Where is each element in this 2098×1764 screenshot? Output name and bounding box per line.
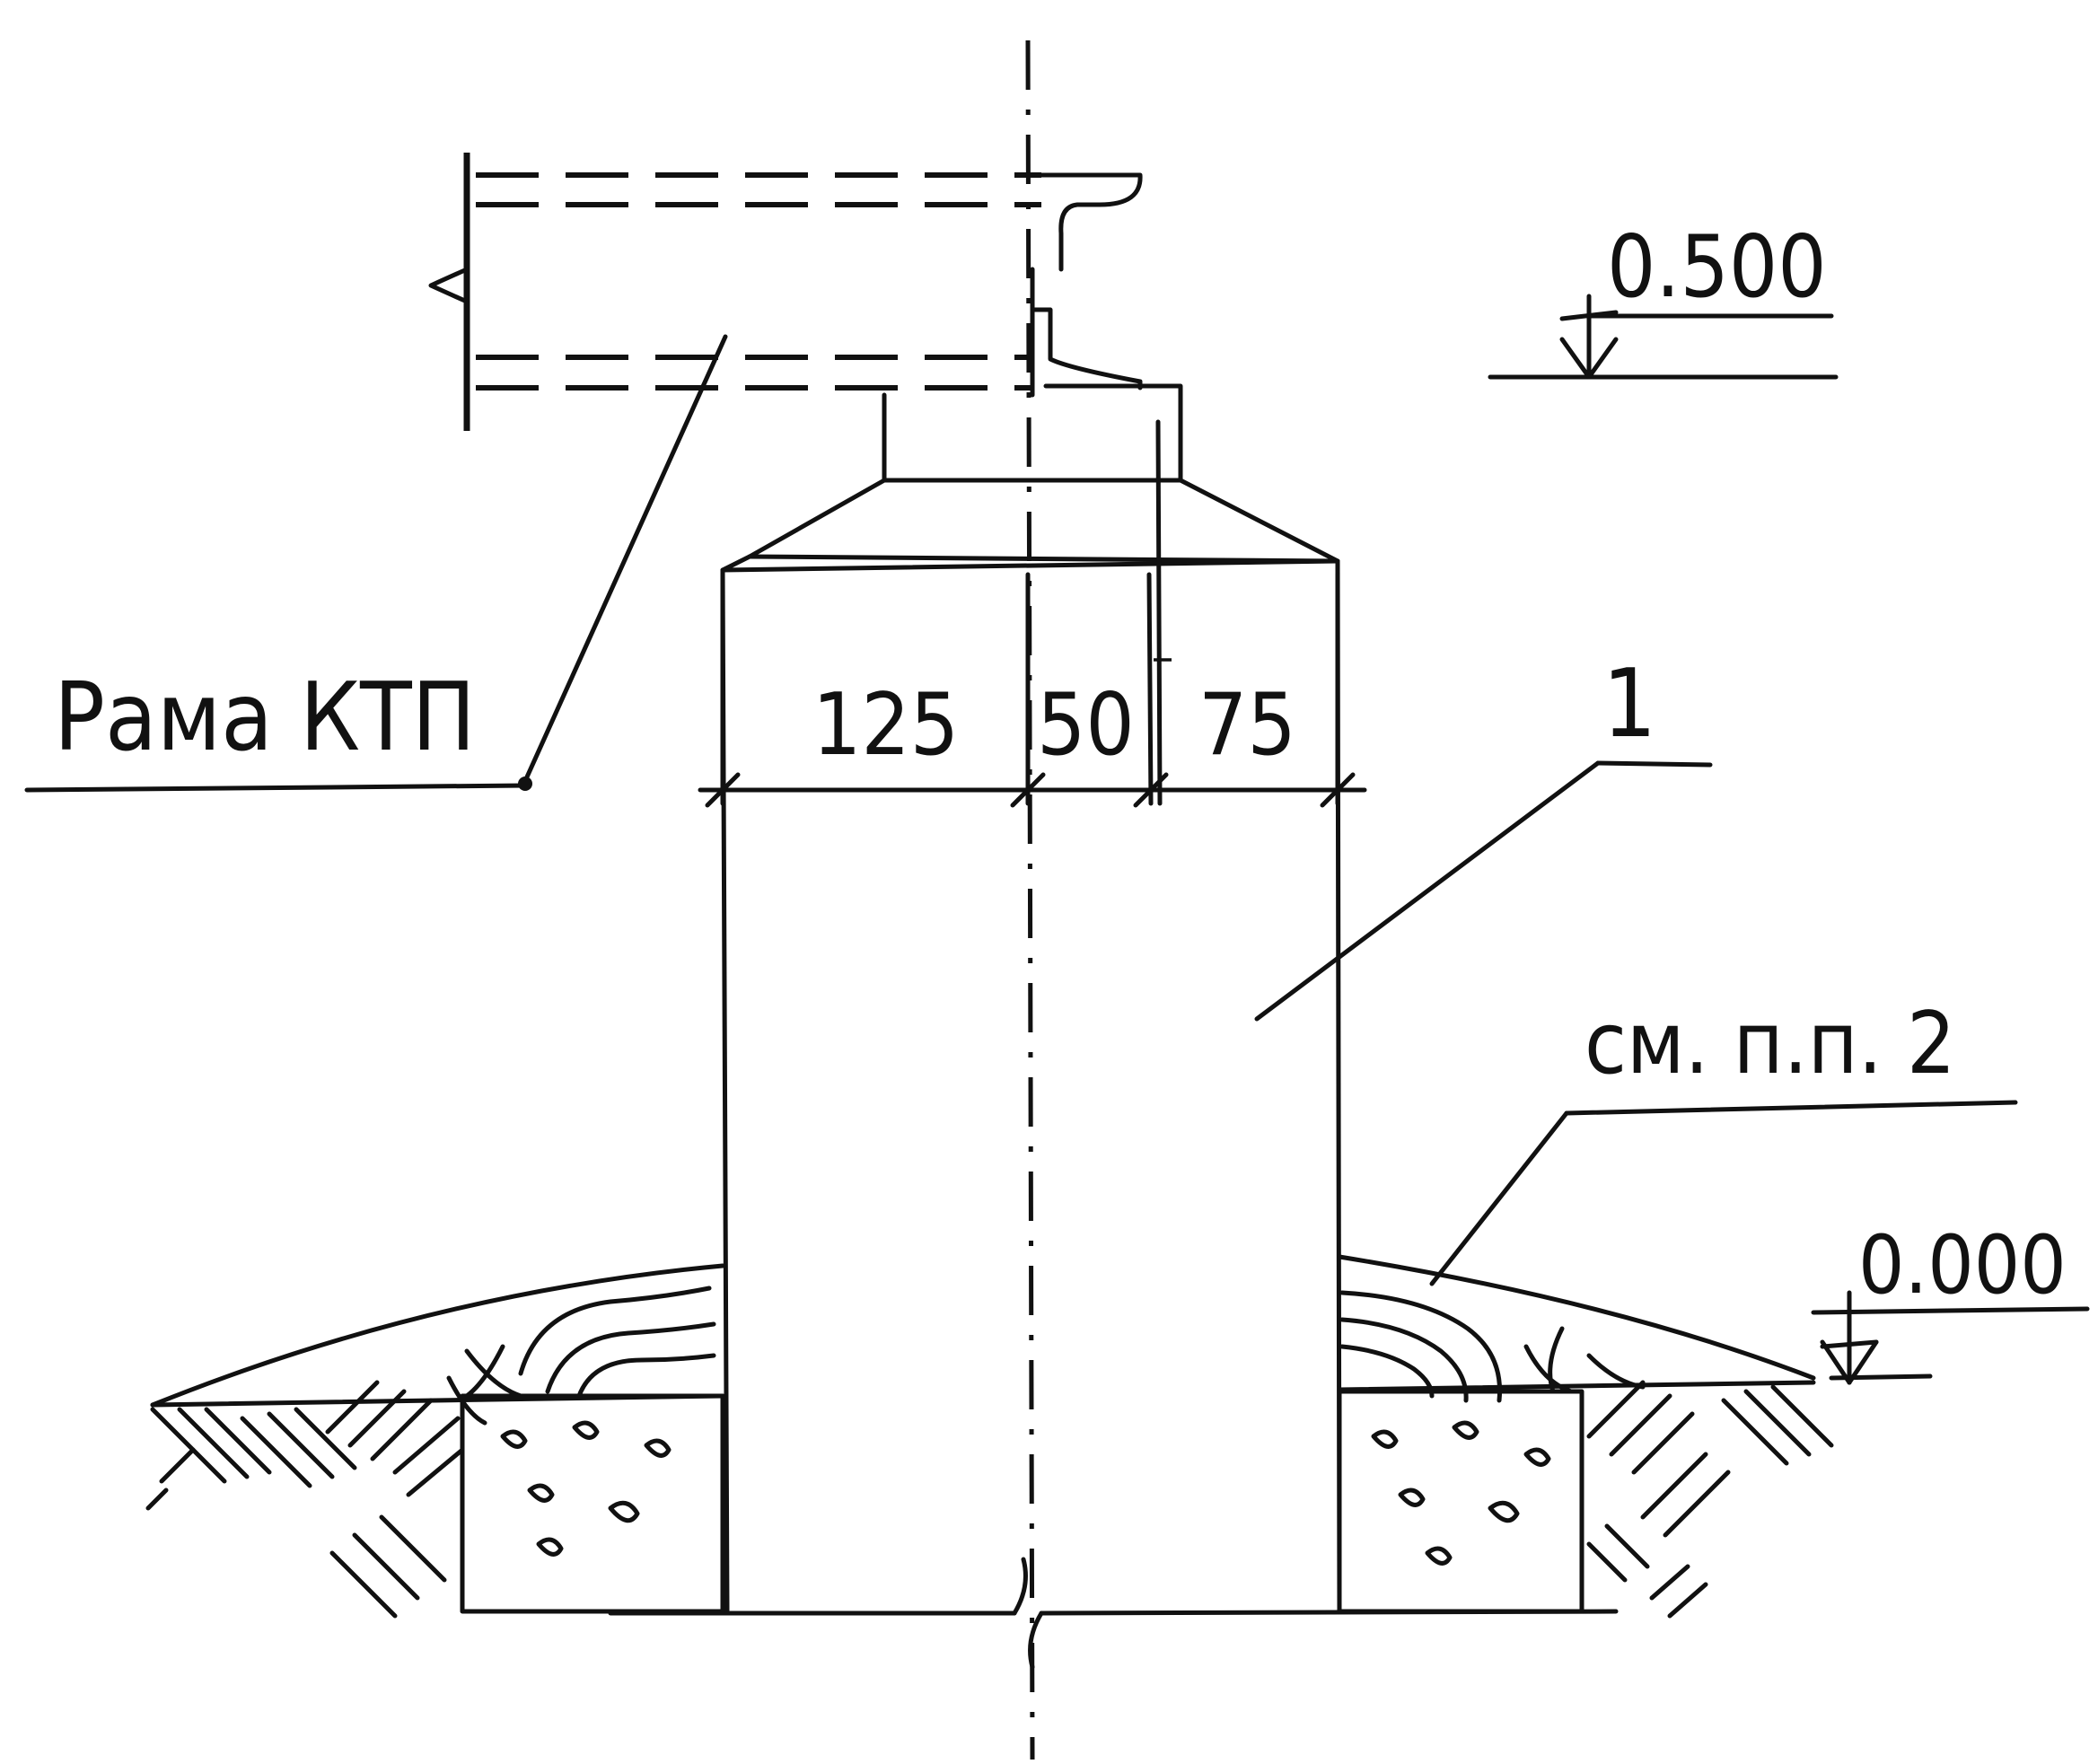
anchor-bolt [1155,419,1163,806]
position-label: 1 [1602,649,1656,759]
level-mark-top: 0.500 [1488,218,1839,380]
level-ground-label: 0.000 [1858,1218,2067,1312]
ktp-frame-outline [428,153,1143,431]
ground-right [1337,1254,1834,1619]
level-mark-ground: 0.000 [1811,1218,2090,1385]
dim-75-label: 75 [1198,676,1296,775]
ground-left [145,1263,725,1619]
center-axis [1025,39,1035,1760]
note-label: см. п.п. 2 [1584,995,1955,1093]
level-top-label: 0.500 [1607,218,1827,317]
column-body [608,383,1619,1670]
dimension-chain: 125 50 75 [698,572,1367,808]
soil-hatch-right [1586,1380,1834,1619]
soil-hatch-left [145,1380,465,1619]
frame-label: Рама КТП [54,663,476,772]
frame-callout: Рама КТП [24,334,728,793]
note-callout: см. п.п. 2 [1429,995,2018,1286]
dim-125-label: 125 [812,676,959,775]
position-1-callout: 1 [1254,649,1713,1022]
dim-50-label: 50 [1037,676,1135,775]
